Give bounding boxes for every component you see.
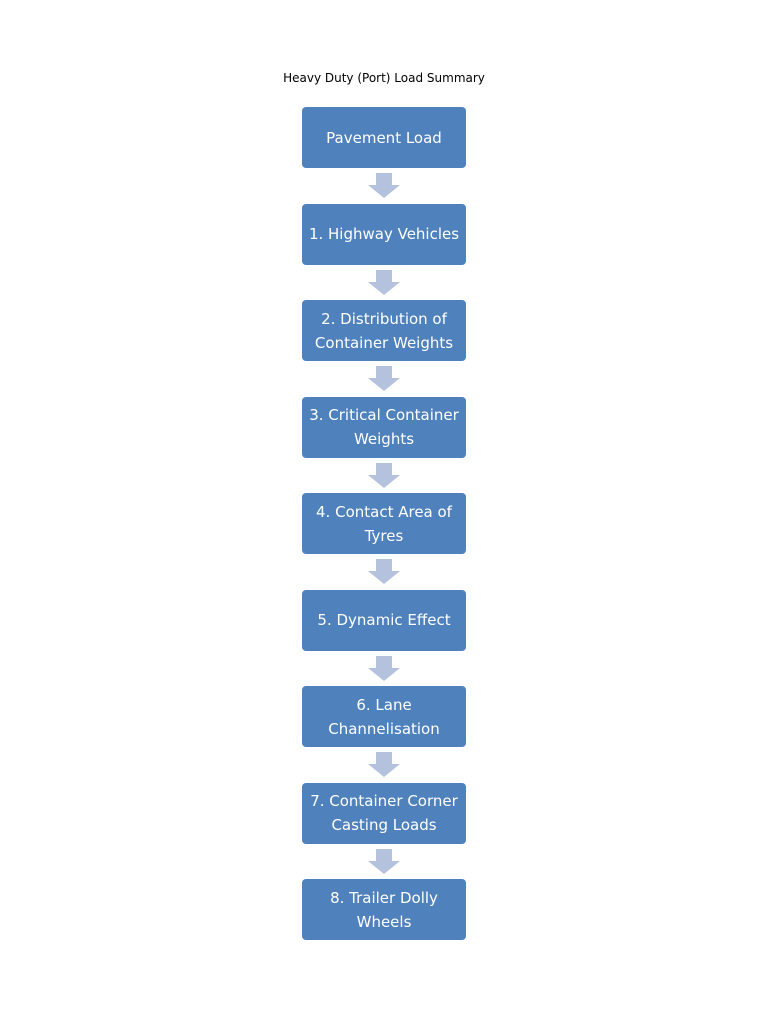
step-contact-area-of-tyres: 4. Contact Area of Tyres — [302, 493, 466, 554]
down-arrow-icon — [302, 265, 466, 301]
step-trailer-dolly-wheels: 8. Trailer Dolly Wheels — [302, 879, 466, 940]
step-critical-container-weights: 3. Critical Container Weights — [302, 396, 466, 458]
down-arrow-icon — [302, 651, 466, 687]
down-arrow-icon — [302, 361, 466, 397]
down-arrow-icon — [302, 844, 466, 880]
down-arrow-icon — [302, 168, 466, 204]
down-arrow-icon — [302, 458, 466, 494]
diagram-title: Heavy Duty (Port) Load Summary — [283, 71, 485, 85]
flowchart: Pavement Load 1. Highway Vehicles 2. Dis… — [302, 107, 466, 940]
step-container-corner-casting-loads: 7. Container Corner Casting Loads — [302, 782, 466, 844]
step-highway-vehicles: 1. Highway Vehicles — [302, 203, 466, 265]
down-arrow-icon — [302, 747, 466, 783]
down-arrow-icon — [302, 554, 466, 590]
step-dynamic-effect: 5. Dynamic Effect — [302, 589, 466, 651]
step-lane-channelisation: 6. Lane Channelisation — [302, 686, 466, 747]
step-distribution-of-container-weights: 2. Distribution of Container Weights — [302, 300, 466, 361]
step-pavement-load: Pavement Load — [302, 107, 466, 168]
